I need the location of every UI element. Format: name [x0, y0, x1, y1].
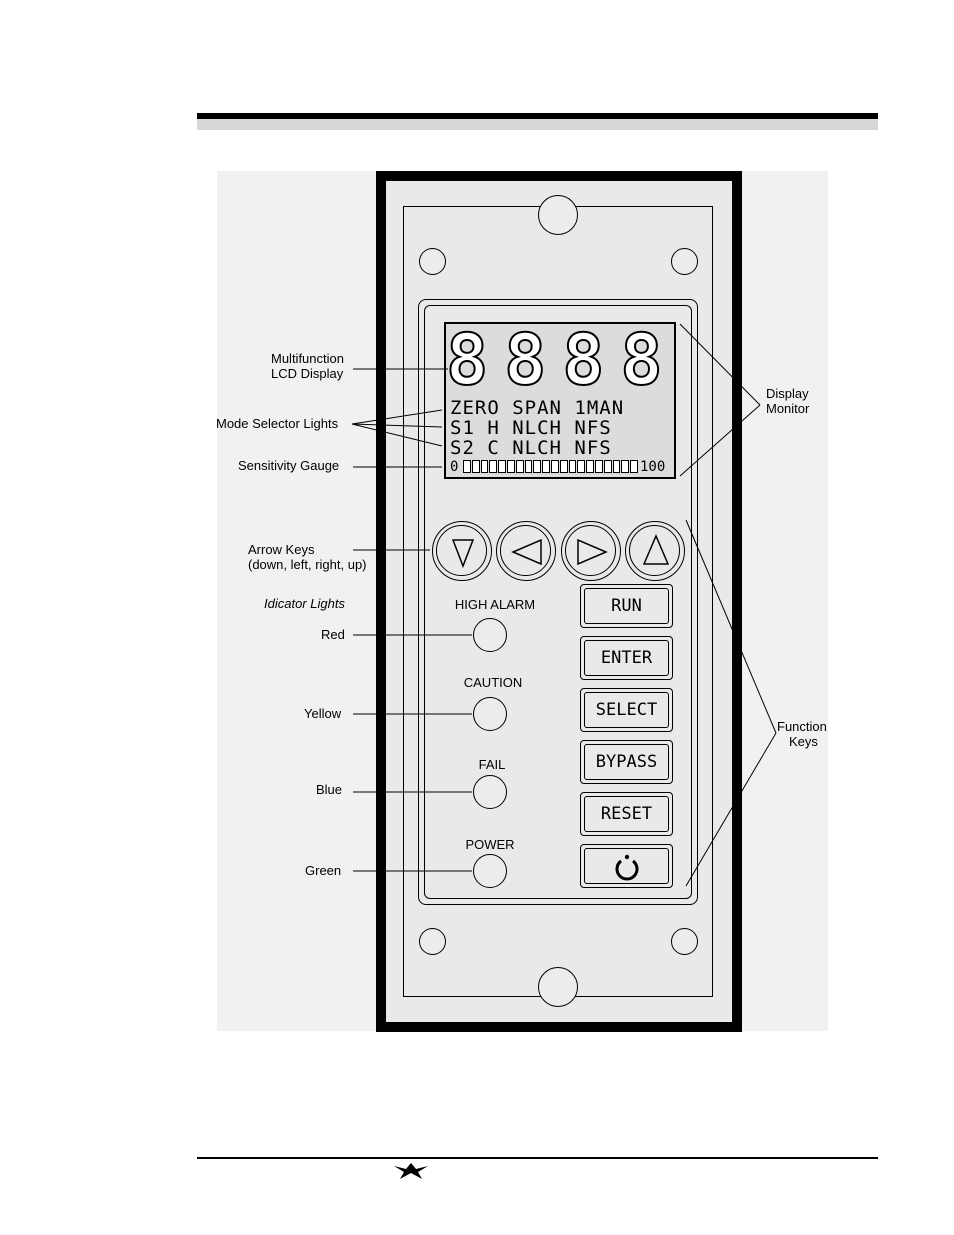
teledyne-logo [392, 1161, 430, 1181]
callout-lcd-line-2: LCD Display [271, 366, 343, 381]
callout-display-monitor-line-1: Display [766, 386, 809, 401]
indicator-lights-heading: Idicator Lights [264, 596, 345, 611]
callout-mode-selector: Mode Selector Lights [216, 416, 338, 431]
callout-green: Green [305, 863, 341, 878]
footer-rule [197, 1157, 878, 1159]
callout-sensitivity-gauge: Sensitivity Gauge [238, 458, 339, 473]
callout-display-monitor-line-2: Monitor [766, 401, 809, 416]
callout-yellow: Yellow [304, 706, 341, 721]
callout-lcd-line-1: Multifunction [271, 351, 344, 366]
callout-blue: Blue [316, 782, 342, 797]
callout-arrow-keys-line-1: Arrow Keys [248, 542, 314, 557]
callout-red: Red [321, 627, 345, 642]
callout-function-keys-line-2: Keys [789, 734, 818, 749]
callout-arrow-keys-line-2: (down, left, right, up) [248, 557, 367, 572]
callout-function-keys-line-1: Function [777, 719, 827, 734]
